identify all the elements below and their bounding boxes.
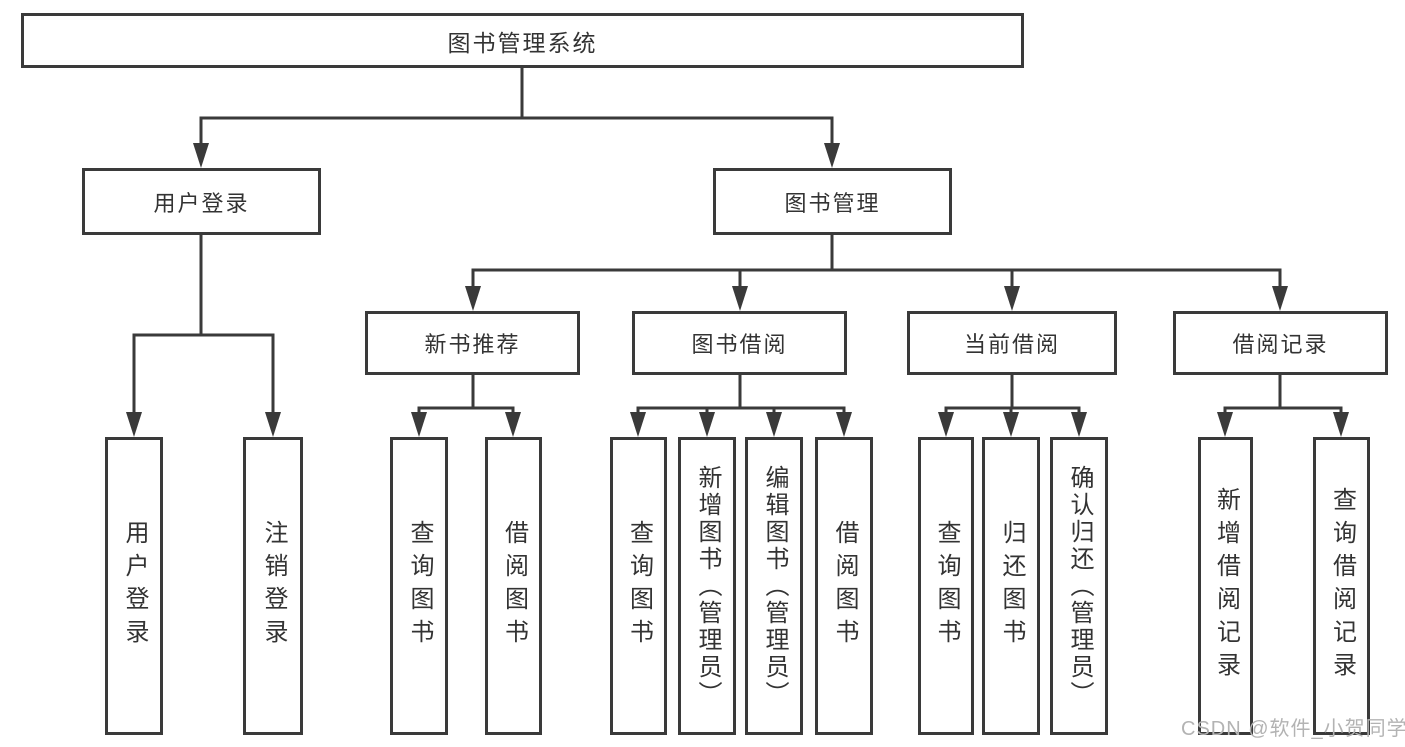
node-label: 图书借阅	[691, 332, 788, 357]
leaf-label: 查询图书	[625, 520, 653, 652]
leaf-borrow-books-recommend: 借阅图书	[485, 437, 542, 735]
leaf-add-borrow-record: 新增借阅记录	[1198, 437, 1253, 735]
leaf-add-books-admin: 新增图书（管理员）	[678, 437, 736, 735]
leaf-label: 查询借阅记录	[1328, 487, 1356, 685]
leaf-label: 查询图书	[933, 520, 960, 652]
node-label: 用户登录	[153, 190, 250, 216]
leaf-label: 新增借阅记录	[1212, 487, 1240, 685]
leaf-edit-books-admin: 编辑图书（管理员）	[745, 437, 803, 735]
node-label: 新书推荐	[424, 332, 521, 357]
leaf-query-borrow-record: 查询借阅记录	[1313, 437, 1370, 735]
leaf-label: 编辑图书（管理员）	[761, 464, 788, 708]
node-book-management: 图书管理	[713, 168, 952, 235]
leaf-label: 确认归还（管理员）	[1066, 464, 1093, 708]
leaf-label: 注销登录	[260, 520, 287, 652]
leaf-label: 查询图书	[406, 520, 433, 652]
leaf-label: 借阅图书	[500, 520, 528, 652]
node-label: 图书管理	[784, 190, 881, 216]
node-label: 借阅记录	[1232, 332, 1329, 357]
node-label: 图书管理系统	[447, 29, 598, 56]
leaf-query-books-borrowing: 查询图书	[610, 437, 667, 735]
node-current-borrowing: 当前借阅	[907, 311, 1117, 375]
leaf-return-books: 归还图书	[982, 437, 1040, 735]
node-library-management-system: 图书管理系统	[21, 13, 1024, 68]
node-book-borrowing: 图书借阅	[632, 311, 847, 375]
leaf-borrow-books-borrowing: 借阅图书	[815, 437, 873, 735]
leaf-user-login: 用户登录	[105, 437, 163, 735]
leaf-query-books-current: 查询图书	[918, 437, 974, 735]
leaf-query-books-recommend: 查询图书	[390, 437, 448, 735]
node-borrowing-records: 借阅记录	[1173, 311, 1388, 375]
node-label: 当前借阅	[963, 332, 1060, 357]
leaf-label: 用户登录	[121, 520, 148, 652]
leaf-label: 新增图书（管理员）	[694, 464, 721, 708]
node-new-book-recommendation: 新书推荐	[365, 311, 580, 375]
leaf-label: 归还图书	[998, 520, 1025, 652]
node-user-login: 用户登录	[82, 168, 321, 235]
leaf-confirm-return-admin: 确认归还（管理员）	[1050, 437, 1108, 735]
leaf-logout: 注销登录	[243, 437, 303, 735]
leaf-label: 借阅图书	[831, 520, 858, 652]
watermark: CSDN @软件_小贺同学	[1181, 718, 1405, 740]
